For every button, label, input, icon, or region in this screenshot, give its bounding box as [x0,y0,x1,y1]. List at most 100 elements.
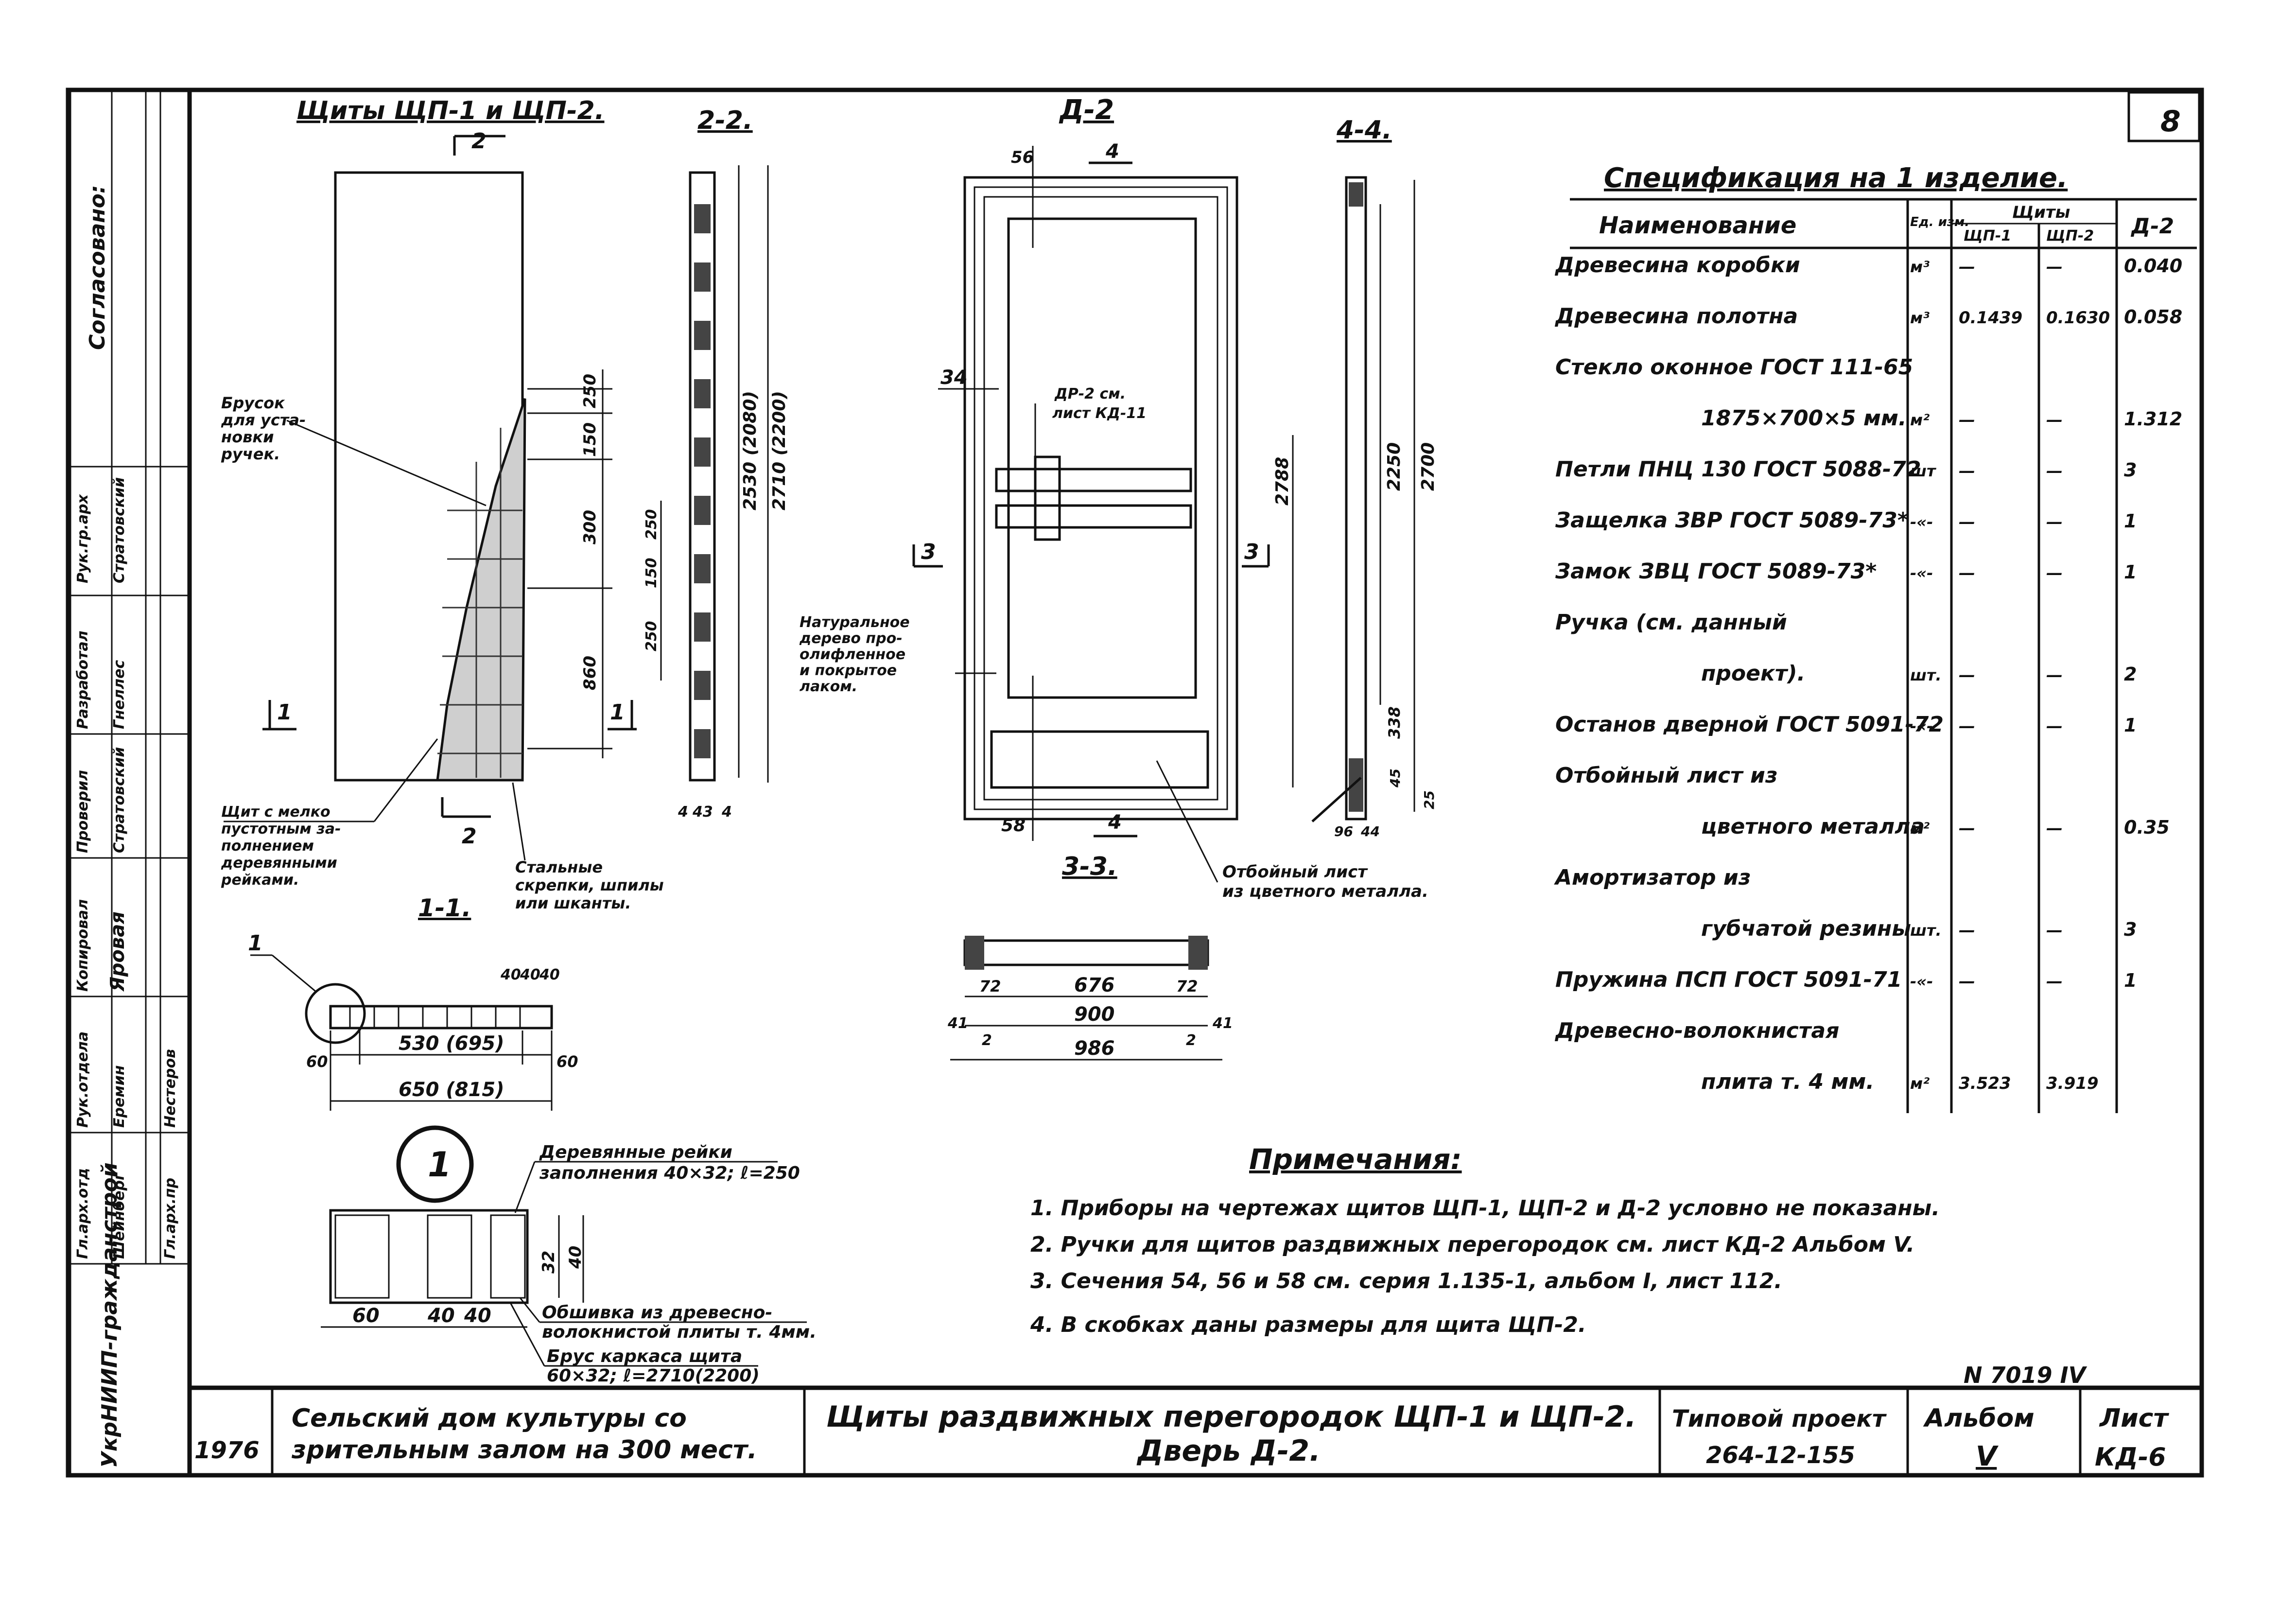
spec-shp1-14: — [1959,972,1975,991]
door-kick-plate [990,730,1209,789]
door-dim-56: 56 [1011,148,1034,167]
callout-brus: Брус каркаса щита 60×32; ℓ=2710(2200) [547,1346,760,1386]
spec-d2-0: 0.040 [2124,255,2182,277]
spec-shp1-11: — [1959,819,1975,838]
sec44-dim-44: 44 [1360,823,1380,839]
tb-album-label: Альбом [1923,1404,2035,1433]
spec-header-shp2: ЩП-2 [2046,227,2094,245]
section-4-4-title: 4-4. [1336,116,1392,145]
spec-unit-8: шт. [1910,666,1942,684]
callout-obshivka: Обшивка из древесно- волокнистой плиты т… [542,1303,817,1342]
tb-sheet-value: КД-6 [2095,1443,2166,1472]
callout-dr: ДР-2 см. лист КД-11 [1052,385,1147,422]
title-block: N 7019 IV 1976 Сельский дом культуры со … [194,1362,2169,1475]
spec-unit-11: м² [1910,819,1930,838]
spec-shp1-1: 0.1439 [1959,308,2022,328]
spec-header-shp1: ЩП-1 [1964,227,2011,245]
detail1-dim-40b: 40 [464,1305,491,1327]
spec-name-3: 1875×700×5 мм. [1701,406,1907,431]
sec22-dim-4a: 4 [678,804,688,821]
spec-d2-14: 1 [2124,970,2137,991]
spec-shp2-14: — [2046,972,2063,991]
door-dim-58: 58 [1001,816,1026,836]
spec-name-16: плита т. 4 мм. [1701,1069,1874,1094]
spec-shp1-13: — [1959,921,1975,940]
spec-name-11: цветного металла [1701,814,1925,839]
spec-d2-13: 3 [2124,919,2137,940]
spec-name-2: Стекло оконное ГОСТ 111-65 [1555,355,1913,380]
spec-shp1-0: — [1959,257,1975,277]
detail1-dim-40v: 40 [566,1246,585,1269]
spec-unit-1: м³ [1910,309,1930,327]
spec-shp1-5: — [1959,512,1975,532]
callout-kick-plate: Отбойный лист из цветного металла. [1222,862,1428,901]
sec22-dim-250a: 250 [643,509,660,540]
section-3-3: 72 676 72 900 41 41 986 2 2 [947,936,1233,1061]
detail1-dim-40a: 40 [427,1305,455,1327]
tb-object-1: Сельский дом культуры со [292,1404,687,1433]
spec-title: Спецификация на 1 изделие. [1604,162,2068,194]
sec11-dim-530: 530 (695) [399,1032,504,1055]
spec-shp2-3: — [2046,410,2063,430]
spec-name-14: Пружина ПСП ГОСТ 5091-71 [1555,967,1902,992]
tb-album-value: V [1976,1441,1999,1472]
spec-d2-1: 0.058 [2124,306,2182,328]
spec-name-15: Древесно-волокнистая [1554,1018,1839,1043]
stamp-organization: УкрНИИП-гражданстрой [97,1162,122,1468]
section-1-1: 1-1. 1 40 40 40 60 530 (695) 60 650 (815… [248,894,578,1111]
sec44-dim-2700: 2700 [1418,442,1438,491]
stamp-role-7: Гл.арх.пр [162,1178,179,1259]
stamp-name-5: Еремин [111,1065,128,1128]
spec-d2-8: 2 [2124,664,2137,685]
sec11-dim-60-right: 60 [557,1052,578,1071]
panel-dim-3: 300 [580,510,600,544]
spec-name-4: Петли ПНЦ 130 ГОСТ 5088-72 [1555,457,1921,482]
spec-d2-3: 1.312 [2124,408,2182,430]
section-2-2: 2-2. 2530 (2080) 2710 (2200) 250 150 250… [643,106,789,821]
section-3-3-title: 3-3. [1062,852,1117,881]
sec44-dim-2788: 2788 [1272,457,1292,506]
panel-cutaway [436,398,526,782]
spec-shp2-1: 0.1630 [2046,308,2110,328]
stamp-role-4: Копировал [74,899,91,992]
spec-name-6: Замок ЗВЦ ГОСТ 5089-73* [1555,559,1877,584]
spec-d2-5: 1 [2124,510,2137,532]
stamp-role-3: Проверил [74,770,91,853]
spec-shp2-9: — [2046,716,2063,736]
tb-drawing-1: Щиты раздвижных перегородок ЩП-1 и ЩП-2. [826,1400,1636,1434]
door-dim-4-bottom: 4 [1108,811,1122,834]
sec11-dim-60-left: 60 [306,1052,328,1071]
spec-header-group: Щиты [2012,203,2070,222]
sheet-number-box [2127,91,2201,142]
stamp-name-2: Гнеллес [111,660,128,729]
sec33-dim-900: 900 [1074,1003,1115,1026]
sec44-dim-25: 25 [1421,790,1437,809]
section-mark-2-top: 2 [471,129,487,154]
spec-shp1-4: — [1959,461,1975,481]
tb-year: 1976 [194,1437,260,1464]
spec-d2-11: 0.35 [2124,817,2170,838]
sec22-dim-150: 150 [643,558,660,588]
spec-shp1-6: — [1959,563,1975,583]
spec-unit-6: -«- [1910,564,1933,582]
callout-shchit: Щит с мелко пустотным за- полнением дере… [221,804,346,889]
panel-title: Щиты ЩП-1 и ЩП-2. [296,96,604,125]
spec-shp2-6: — [2046,563,2063,583]
sec22-dim-2710: 2710 (2200) [769,391,789,510]
door-section-mark-3-right: 3 [1244,540,1259,564]
notes: Примечания: 1. Приборы на чертежах щитов… [1030,1143,1940,1337]
stamp-vertical-title: Согласовано: [85,185,110,350]
spec-header-d2: Д-2 [2130,214,2174,239]
door-title: Д-2 [1059,94,1114,126]
door-dim-34: 34 [940,367,968,389]
stamp-role-1: Рук.гр.арх [74,493,91,583]
spec-unit-14: -«- [1910,972,1933,991]
stamp-name-7: Нестеров [162,1049,179,1128]
spec-unit-0: м³ [1910,258,1930,276]
spec-shp1-3: — [1959,410,1975,430]
spec-header-name: Наименование [1599,212,1796,239]
sec11-dim-40c: 40 [539,966,560,983]
sec22-dim-250b: 250 [643,621,660,651]
sec33-dim-72-right: 72 [1176,977,1198,996]
spec-unit-4: шт [1910,462,1937,480]
